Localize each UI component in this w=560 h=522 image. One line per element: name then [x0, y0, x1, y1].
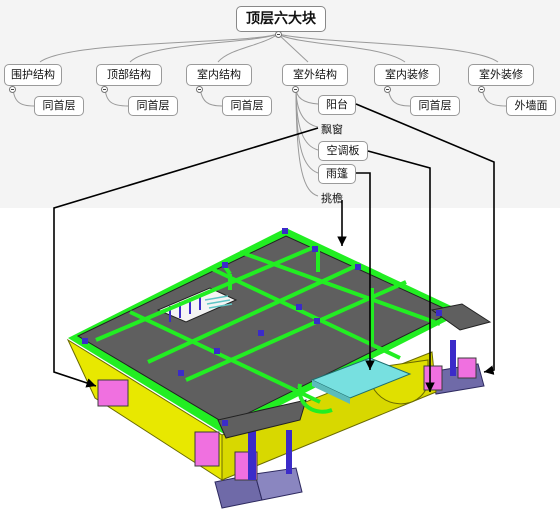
leaf-node-balcony[interactable]: 阳台 — [318, 95, 356, 115]
window-right — [457, 357, 477, 379]
collapse-toggle-exterior-finish[interactable] — [478, 86, 485, 93]
canopy-edge — [312, 380, 350, 404]
branch-node-roof-structure[interactable]: 顶部结构 — [96, 64, 162, 86]
branch-node-interior-finish[interactable]: 室内装修 — [374, 64, 440, 86]
eave-front — [217, 399, 307, 439]
column-right — [450, 340, 456, 376]
branch-node-enclosure[interactable]: 围护结构 — [4, 64, 62, 86]
window-front-left — [194, 431, 220, 467]
eave-right — [430, 303, 492, 331]
collapse-toggle-root[interactable] — [275, 31, 282, 38]
leaf-node-exterior-wall[interactable]: 外墙面 — [506, 96, 556, 116]
leaf-node-interior-finish-same[interactable]: 同首层 — [410, 96, 460, 116]
branch-node-interior-structure[interactable]: 室内结构 — [186, 64, 252, 86]
collapse-toggle-roof-structure[interactable] — [101, 86, 108, 93]
leaf-node-roof-same[interactable]: 同首层 — [128, 96, 178, 116]
arrow-bay-window — [53, 127, 319, 388]
stair-opening — [156, 287, 238, 323]
leaf-node-interior-structure-same[interactable]: 同首层 — [222, 96, 272, 116]
leaf-node-canopy[interactable]: 雨篷 — [318, 164, 356, 184]
column-base-center — [254, 467, 303, 501]
leaf-node-enclosure-same[interactable]: 同首层 — [34, 96, 84, 116]
branch-node-exterior-structure[interactable]: 室外结构 — [282, 64, 348, 86]
column-front-2 — [286, 430, 292, 474]
collapse-toggle-enclosure[interactable] — [9, 86, 16, 93]
canopy-slab — [310, 357, 412, 399]
column-front — [248, 420, 256, 480]
collapse-toggle-interior-structure[interactable] — [196, 86, 203, 93]
leaf-node-ac-panel[interactable]: 空调板 — [318, 141, 368, 161]
collapse-toggle-interior-finish[interactable] — [384, 86, 391, 93]
roof-beams — [95, 244, 441, 414]
collapse-toggle-exterior-structure[interactable] — [292, 86, 299, 93]
arrow-ac-panel — [367, 150, 435, 392]
arrow-canopy — [356, 172, 375, 370]
leaf-node-bay-window[interactable]: 飘窗 — [321, 123, 343, 136]
branch-node-exterior-finish[interactable]: 室外装修 — [468, 64, 534, 86]
arrow-balcony — [355, 103, 495, 375]
leaf-node-eave[interactable]: 挑檐 — [321, 192, 343, 205]
window-left — [97, 379, 129, 407]
